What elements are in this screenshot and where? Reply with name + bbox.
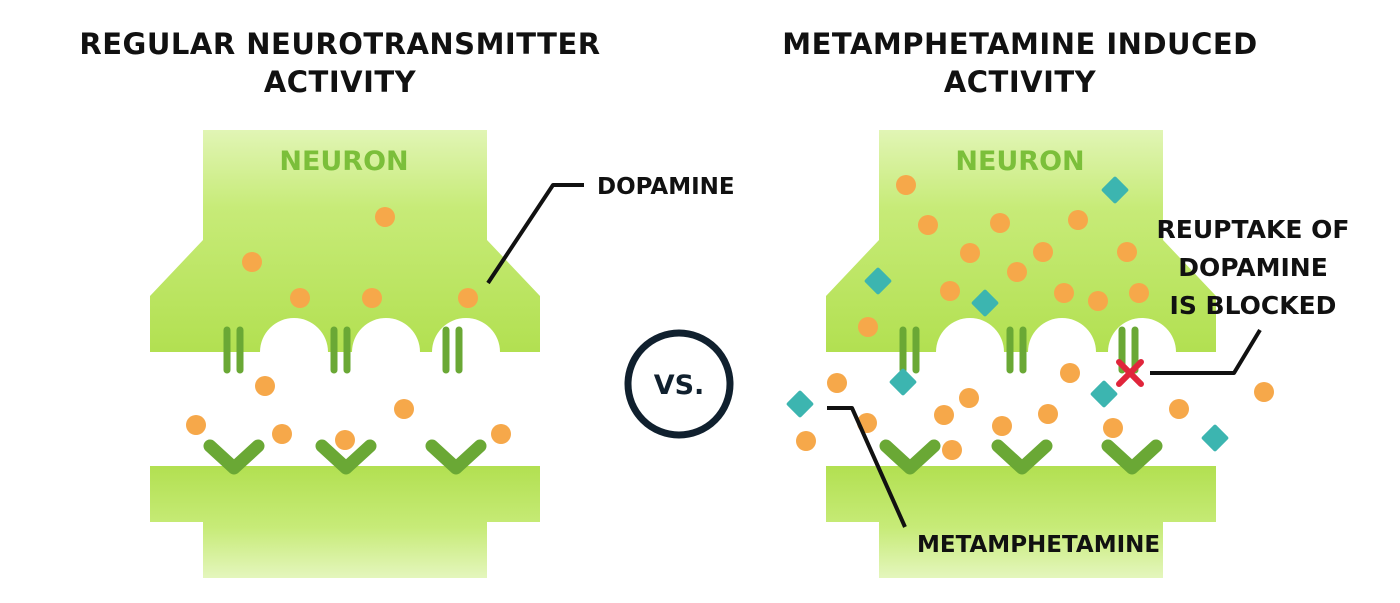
left-dopamine-molecules xyxy=(186,207,511,450)
dopamine-dot xyxy=(827,373,847,393)
left-receptor-2 xyxy=(315,439,377,475)
metamphetamine-pointer-line xyxy=(827,406,907,528)
metamphetamine-diamond xyxy=(786,390,814,418)
reuptake-label-line-1: REUPTAKE OF xyxy=(1157,215,1350,244)
dopamine-dot xyxy=(362,288,382,308)
dopamine-dot xyxy=(186,415,206,435)
right-postsynaptic-neuron xyxy=(826,466,1216,578)
reuptake-label-line-3: IS BLOCKED xyxy=(1170,291,1337,320)
right-metamphetamine-molecules xyxy=(786,176,1229,452)
dopamine-dot xyxy=(960,243,980,263)
right-transporters xyxy=(899,326,1139,374)
reuptake-label-line-2: DOPAMINE xyxy=(1178,253,1328,282)
left-receptor-3 xyxy=(425,439,487,475)
dopamine-dot xyxy=(858,317,878,337)
left-transporters xyxy=(223,326,463,374)
right-receptors xyxy=(879,439,1163,475)
dopamine-dot xyxy=(255,376,275,396)
dopamine-dot xyxy=(1129,283,1149,303)
left-presynaptic-neuron xyxy=(150,130,540,352)
dopamine-dot xyxy=(796,431,816,451)
dopamine-dot xyxy=(1254,382,1274,402)
right-panel-title: METAMPHETAMINE INDUCED ACTIVITY xyxy=(740,25,1300,101)
dopamine-dot xyxy=(990,213,1010,233)
metamphetamine-diamond xyxy=(1090,380,1118,408)
dopamine-dot xyxy=(1060,363,1080,383)
dopamine-dot xyxy=(934,405,954,425)
left-receptors xyxy=(203,439,487,475)
vs-badge: VS. xyxy=(624,329,734,439)
dopamine-dot xyxy=(918,215,938,235)
dopamine-dot xyxy=(1068,210,1088,230)
left-panel-title: REGULAR NEUROTRANSMITTER ACTIVITY xyxy=(60,25,620,101)
vs-circle xyxy=(624,329,734,439)
metamphetamine-diamond xyxy=(971,289,999,317)
left-receptor-1 xyxy=(203,439,265,475)
dopamine-dot xyxy=(394,399,414,419)
metamphetamine-diamond xyxy=(889,368,917,396)
metamphetamine-label: METAMPHETAMINE xyxy=(917,532,1160,558)
vs-label: VS. xyxy=(654,370,705,401)
reuptake-pointer-line xyxy=(1150,328,1262,375)
right-receptor-3 xyxy=(1101,439,1163,475)
right-synapse: NEURON xyxy=(786,130,1350,578)
right-title-line-1: METAMPHETAMINE INDUCED xyxy=(782,27,1258,61)
right-neuron-label: NEURON xyxy=(955,146,1084,177)
dopamine-label: DOPAMINE xyxy=(597,174,735,200)
left-title-line-2: ACTIVITY xyxy=(263,65,417,99)
dopamine-dot xyxy=(1169,399,1189,419)
metamphetamine-diamond xyxy=(1201,424,1229,452)
right-receptor-2 xyxy=(991,439,1053,475)
dopamine-dot xyxy=(1007,262,1027,282)
dopamine-dot xyxy=(1117,242,1137,262)
dopamine-dot xyxy=(992,416,1012,436)
metamphetamine-diamond xyxy=(1101,176,1129,204)
blocked-x-stroke-2 xyxy=(1116,359,1144,387)
left-synapse: NEURON DOPAMINE xyxy=(150,130,735,578)
dopamine-dot xyxy=(1088,291,1108,311)
dopamine-dot xyxy=(1038,404,1058,424)
dopamine-dot xyxy=(491,424,511,444)
dopamine-dot xyxy=(959,388,979,408)
dopamine-dot xyxy=(1033,242,1053,262)
right-dopamine-molecules xyxy=(796,175,1274,460)
dopamine-dot xyxy=(272,424,292,444)
metamphetamine-diamond xyxy=(864,267,892,295)
left-postsynaptic-neuron xyxy=(150,466,540,578)
left-neuron-label: NEURON xyxy=(279,146,408,177)
left-title-line-1: REGULAR NEUROTRANSMITTER xyxy=(79,27,601,61)
right-receptor-1 xyxy=(879,439,941,475)
dopamine-dot xyxy=(375,207,395,227)
dopamine-dot xyxy=(290,288,310,308)
dopamine-dot xyxy=(1103,418,1123,438)
dopamine-dot xyxy=(242,252,262,272)
dopamine-dot xyxy=(896,175,916,195)
blocked-x-icon xyxy=(1116,359,1144,387)
dopamine-dot xyxy=(942,440,962,460)
dopamine-pointer-line xyxy=(486,183,584,285)
dopamine-dot xyxy=(458,288,478,308)
dopamine-dot xyxy=(1054,283,1074,303)
right-title-line-2: ACTIVITY xyxy=(943,65,1097,99)
dopamine-dot xyxy=(940,281,960,301)
dopamine-dot xyxy=(335,430,355,450)
